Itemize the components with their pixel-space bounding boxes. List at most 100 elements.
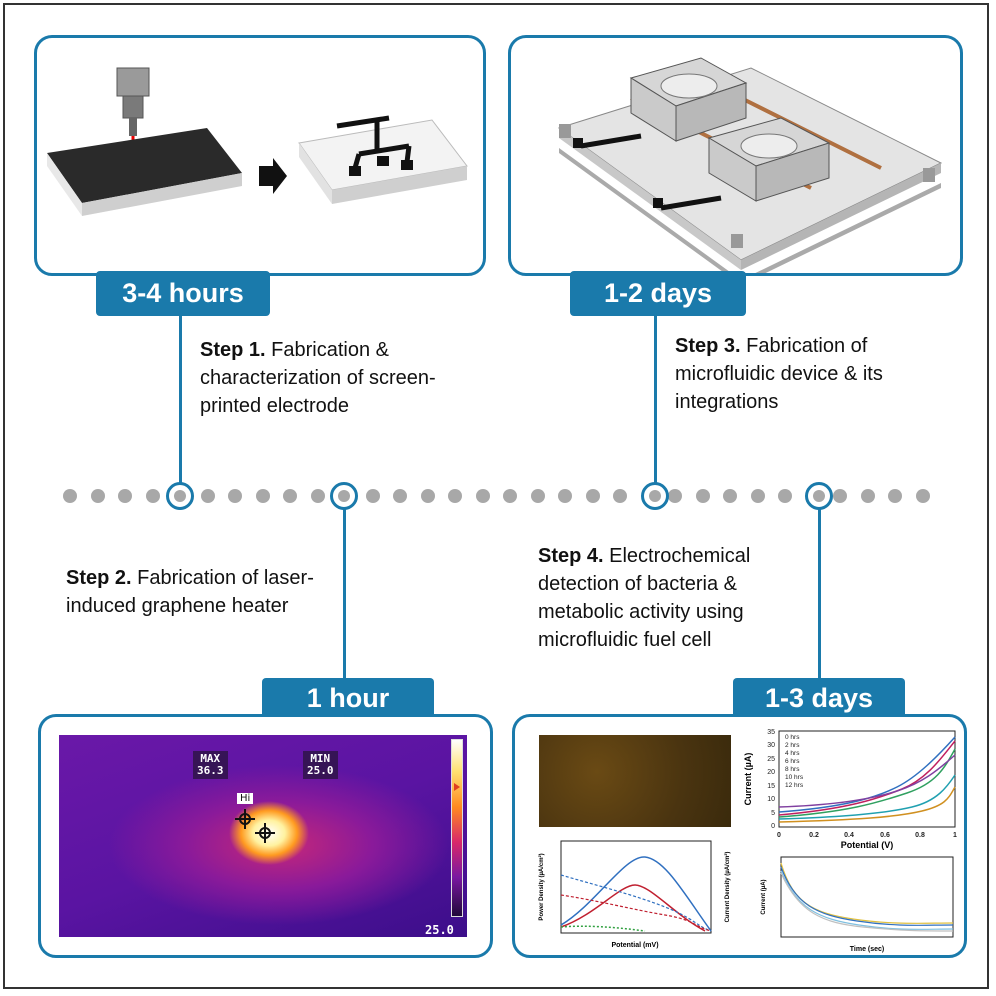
timeline-dot [393,489,407,503]
electrode-fabrication-panel [34,35,486,276]
timeline-dot [475,489,490,503]
cv-xticks: 0 0.2 0.4 0.6 0.8 1 [777,832,957,839]
figure-frame [3,3,989,989]
timeline-milestone-marker [805,482,833,510]
timeline-dot [118,489,132,503]
step1-text: Fabrication & characterization of screen… [200,339,436,417]
step2-label: Step 2. [66,567,132,589]
timeline-dot [228,489,242,503]
time-xlabel: Time (sec) [850,946,885,953]
xtick: 0.4 [844,832,854,839]
timeline-dot [90,489,105,503]
legend-item: 4 hrs [785,750,800,757]
timeline-milestone-marker [641,482,669,510]
step3-duration-badge: 1-2 days [570,271,746,316]
xtick: 0.8 [915,832,925,839]
timeline-dot [63,489,77,503]
step4-description: Step 4. Electrochemical detection of bac… [538,542,798,654]
timeline-dot [888,489,902,503]
hot-spot-marker: Hi [237,793,254,804]
min-label: MIN [310,752,331,765]
step3-connector [654,316,657,484]
cv-legend: 0 hrs 2 hrs 4 hrs 6 hrs 8 hrs 10 hrs 12 … [785,734,804,789]
microfluidic-device-panel [508,35,963,276]
microfluidic-device-illustration [557,57,943,273]
chronoamperometry-plot: Time (sec) Current (µA) [761,856,954,953]
cv-ylabel: Current (µA) [743,753,753,806]
step3-description: Step 3. Fabrication of microfluidic devi… [675,332,945,416]
min-value: 25.0 [307,764,334,777]
timeline-dot [778,489,792,503]
legend-item: 12 hrs [785,782,804,789]
step2-connector [343,508,346,680]
step1-description: Step 1. Fabrication & characterization o… [200,336,480,420]
timeline-dot [860,489,875,503]
timeline-dot [420,489,435,503]
cv-yticks: 0 5 10 15 20 25 30 35 [767,729,775,830]
step4-connector [818,508,821,682]
ytick: 15 [767,783,775,790]
xtick: 1 [953,832,957,839]
xtick: 0.6 [880,832,890,839]
timeline-dot [915,489,930,503]
xtick: 0.2 [809,832,819,839]
cv-xlabel: Potential (V) [841,840,894,850]
step1-label: Step 1. [200,339,266,361]
power-xlabel: Potential (mV) [611,942,658,949]
step2-duration-badge: 1 hour [262,678,434,718]
timeline-dot [145,489,160,503]
timeline-dot [255,489,270,503]
power-ylabel-right: Current Density (µA/cm²) [724,852,731,923]
legend-item: 0 hrs [785,734,800,741]
timeline-dot [448,489,462,503]
timeline-dot [503,489,517,503]
ytick: 10 [767,796,775,803]
timeline-dot [750,489,765,503]
max-value: 36.3 [197,764,224,777]
power-ylabel-left: Power Density (µA/cm²) [538,853,545,920]
timeline-dot [200,489,215,503]
max-label: MAX [200,752,221,765]
timeline-dot [695,489,710,503]
xtick: 0 [777,832,781,839]
timeline-milestone-marker [330,482,358,510]
timeline-dot [613,489,627,503]
scale-min-value: 25.0 [425,923,454,937]
thermal-image [59,735,467,937]
detection-results-panel: 0 hrs 2 hrs 4 hrs 6 hrs 8 hrs 10 hrs 12 … [512,714,967,958]
legend-item: 10 hrs [785,774,804,781]
step3-text: Fabrication of microfluidic device & its… [675,335,883,413]
cv-plot: 0 hrs 2 hrs 4 hrs 6 hrs 8 hrs 10 hrs 12 … [743,729,957,850]
timeline-dot [283,489,297,503]
step2-description: Step 2. Fabrication of laser-induced gra… [66,564,316,620]
step3-label: Step 3. [675,335,741,357]
cv-curves [778,736,956,823]
laser-electrode-illustration [47,67,468,216]
ytick: 0 [771,823,775,830]
time-ylabel: Current (µA) [761,879,767,914]
ytick: 30 [767,742,775,749]
timeline-dot [668,489,682,503]
step2-text: Fabrication of laser-induced graphene he… [66,567,314,617]
legend-item: 2 hrs [785,742,800,749]
ytick: 5 [771,810,775,817]
timeline-dot [365,489,380,503]
timeline-dot [723,489,737,503]
timeline-dot [833,489,847,503]
timeline-dot [310,489,325,503]
step1-connector [179,316,182,484]
power-density-plot: Potential (mV) Power Density (µA/cm²) Cu… [538,840,731,949]
step4-text: Electrochemical detection of bacteria & … [538,545,751,651]
step1-duration-badge: 3-4 hours [96,271,270,316]
crosshair-icon [235,809,275,843]
ytick: 20 [767,769,775,776]
step4-label: Step 4. [538,545,604,567]
scale-pointer [454,783,460,791]
legend-item: 8 hrs [785,766,800,773]
timeline-dot [530,489,545,503]
timeline-milestone-marker [166,482,194,510]
legend-item: 6 hrs [785,758,800,765]
